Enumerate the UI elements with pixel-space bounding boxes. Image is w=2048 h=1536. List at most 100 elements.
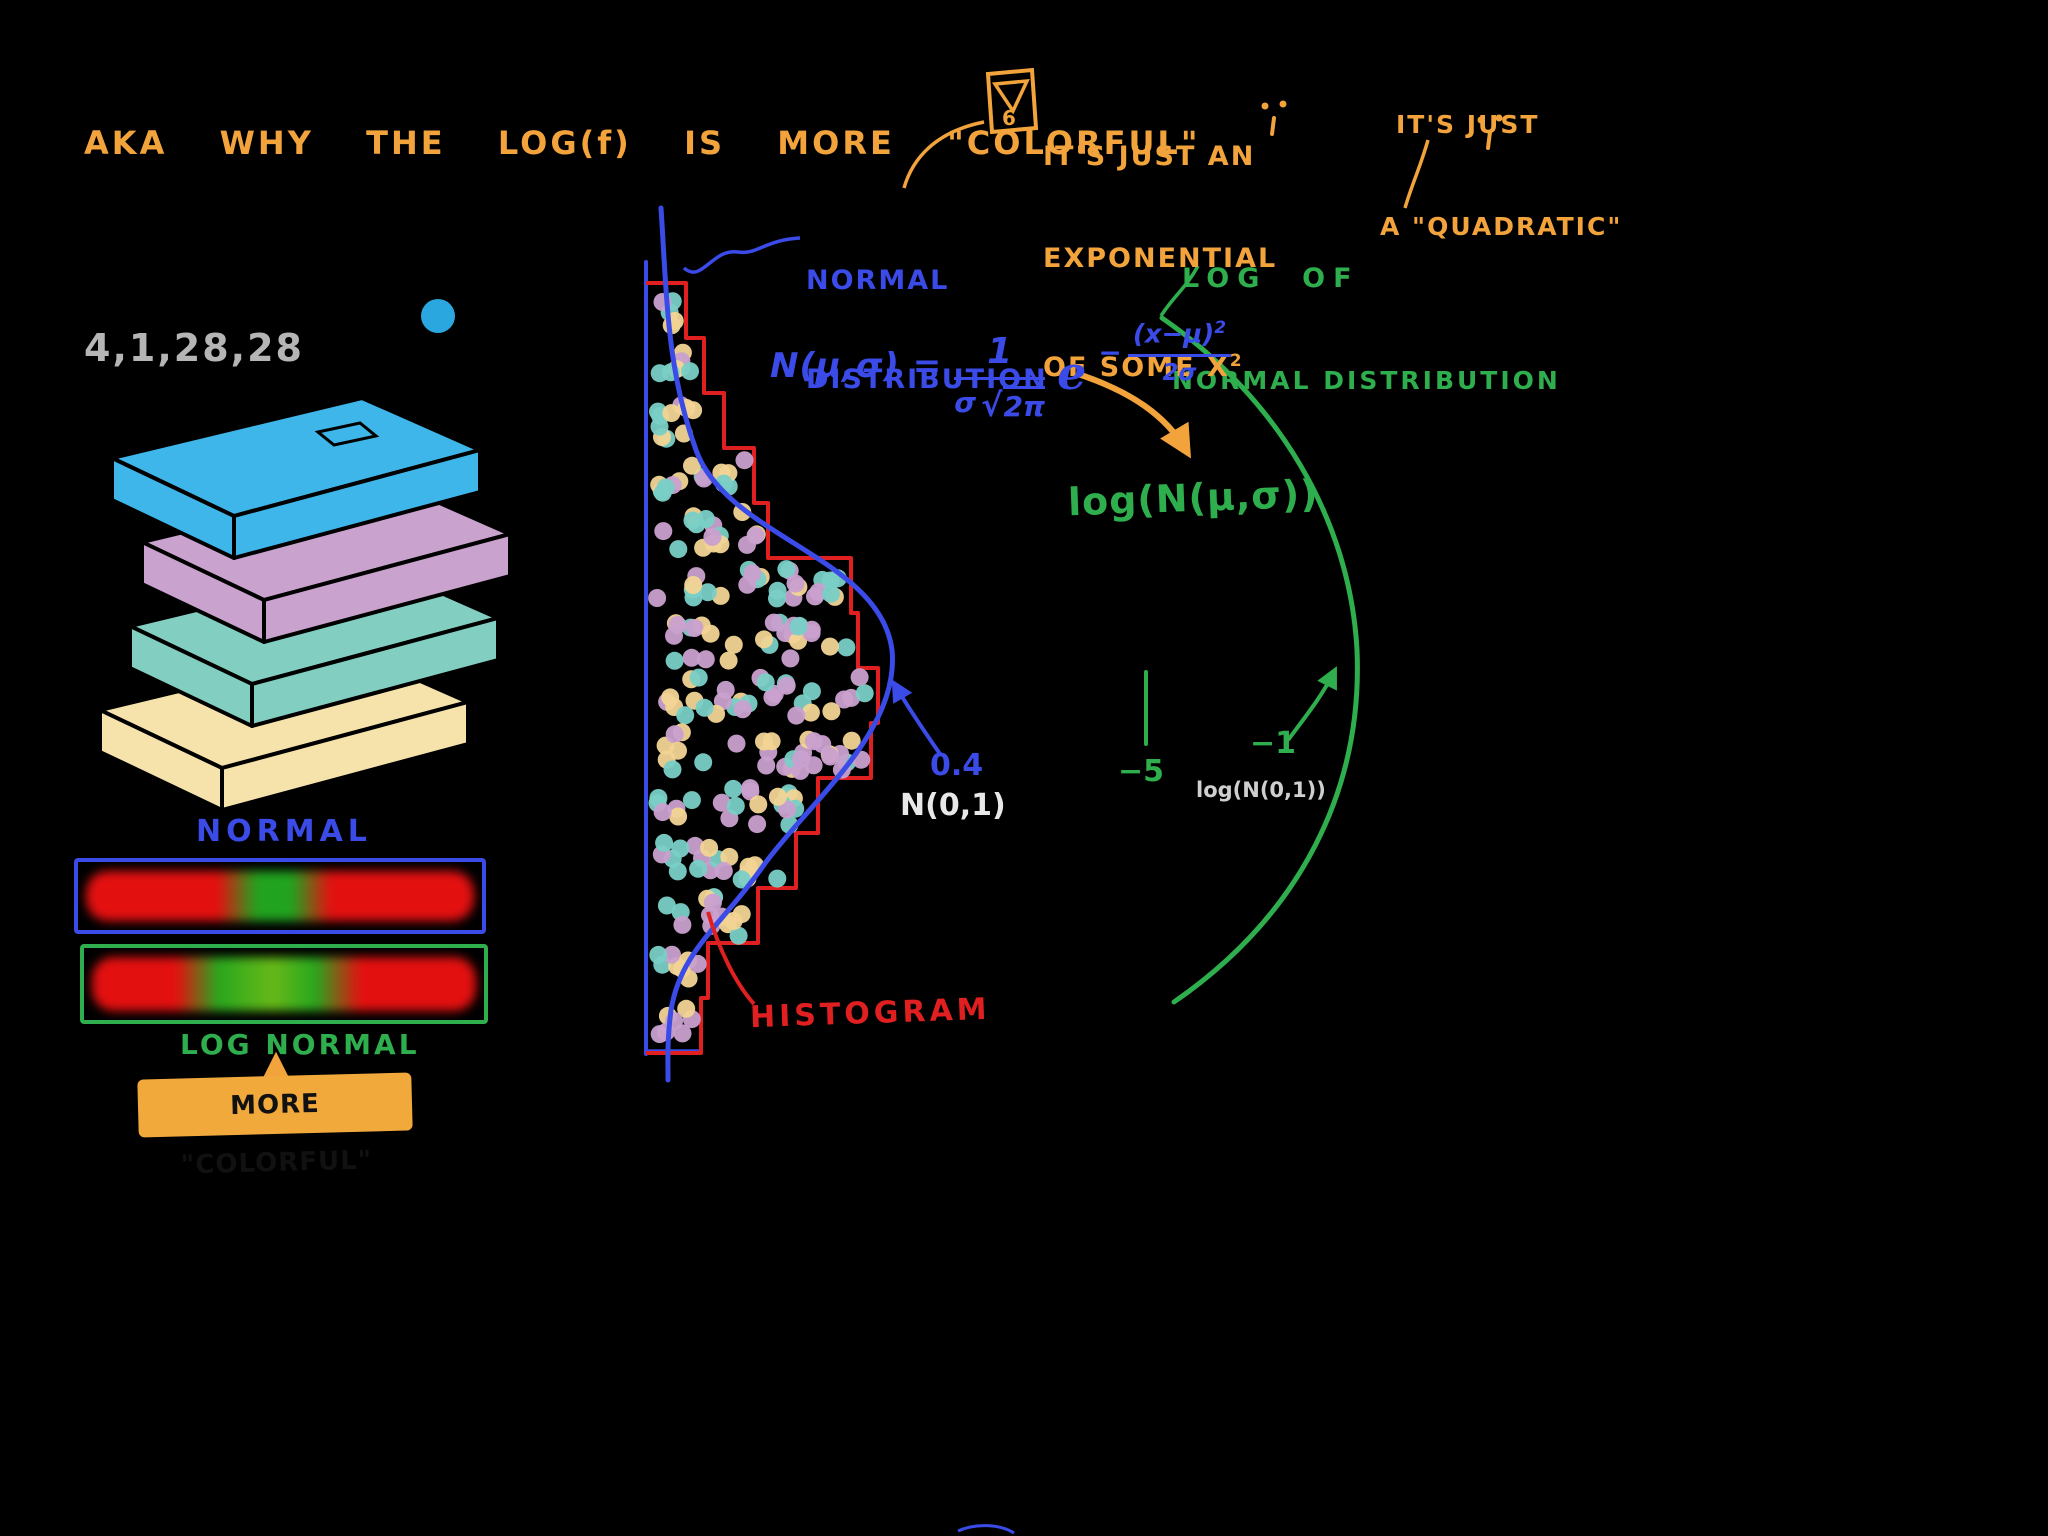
sample-dot (671, 839, 690, 858)
sample-dot (669, 807, 688, 826)
sample-dot (733, 700, 752, 719)
flag-icon (985, 67, 1039, 135)
sample-dot (746, 526, 765, 545)
sample-dot (749, 795, 768, 814)
sample-dot (685, 619, 704, 637)
sample-dot (768, 869, 787, 888)
sample-dot (789, 631, 808, 650)
stray-mark (957, 1524, 1015, 1535)
sample-dot (663, 945, 681, 964)
log-normal-heat-blob (92, 957, 476, 1011)
more-colorful-callout: MORE "COLORFUL" (137, 1072, 413, 1180)
sample-dot (735, 451, 754, 470)
sample-dot (703, 527, 722, 546)
quadratic-note: IT'S JUST A "QUADRATIC" (1380, 110, 1623, 241)
sample-dot (701, 624, 720, 643)
normal-heat-blob (86, 871, 474, 921)
exponential-pointer (902, 120, 985, 189)
sample-dot (668, 615, 687, 634)
neutral-face-icon (1477, 114, 1503, 150)
neutral-face-icon (1261, 100, 1287, 136)
sample-dot (663, 760, 682, 779)
sample-dot (743, 564, 762, 583)
tensor-layer (140, 480, 512, 644)
sample-dot (653, 483, 672, 502)
sample-dot (689, 859, 708, 878)
sample-dot (661, 688, 680, 707)
sample-dot (683, 456, 701, 475)
sample-dot (842, 731, 861, 750)
peak-value-label: 0.4 (930, 748, 984, 783)
tensor-layer (110, 396, 482, 560)
sample-dot (764, 613, 783, 632)
sample-dot (669, 741, 687, 760)
sample-dot (682, 791, 701, 810)
normal-activation-bar (74, 858, 486, 934)
sample-dot (657, 896, 676, 915)
log-normal-activation-bar (80, 944, 488, 1024)
sample-dot (665, 725, 684, 744)
sample-dot (835, 690, 854, 709)
neg-one-label: −1 (1250, 726, 1297, 761)
distribution-name-label: N(0,1) (900, 788, 1006, 823)
formula-lhs: N(μ,σ) = (770, 346, 943, 386)
sample-dot (762, 732, 781, 751)
sample-dot (683, 511, 702, 530)
sample-dot (703, 893, 722, 912)
sample-dot (682, 648, 701, 667)
sample-dot (648, 589, 667, 607)
sample-dot (700, 838, 719, 857)
sample-dot (768, 787, 787, 806)
log-formula: log(N(μ,σ)) (1067, 471, 1320, 525)
sample-dot (821, 637, 839, 656)
sample-dot (777, 560, 796, 579)
sample-dot (695, 698, 714, 717)
sample-dot (720, 847, 739, 866)
normal-distribution-label: NORMAL DISTRIBUTION (806, 265, 1048, 395)
log-dist-label: log(N(0,1)) (1196, 778, 1326, 802)
normal-distribution-pointer (682, 236, 801, 274)
sample-dot (726, 797, 745, 815)
blue-dot (421, 299, 455, 333)
sample-dot (668, 862, 687, 881)
sample-dot (653, 803, 672, 822)
sample-dot (727, 734, 746, 753)
sample-dot (786, 574, 805, 593)
sample-dot (787, 706, 806, 725)
sample-dot (729, 926, 748, 945)
log-normal-bar-label: LOG NORMAL (180, 1028, 420, 1061)
normal-pdf-curve (658, 205, 895, 1083)
exponential-note: IT'S JUST AN EXPONENTIAL OF SOME X2 (1043, 141, 1278, 383)
sample-dot (855, 684, 874, 703)
sample-dot (724, 779, 743, 798)
sample-dot (732, 870, 751, 889)
formula-exponent: − (x−μ)2 2σ (1098, 318, 1232, 387)
sample-dot (712, 793, 731, 812)
sample-dot (650, 417, 669, 436)
sample-dot (669, 540, 688, 559)
normal-pdf-formula: N(μ,σ) = 1 σ√2π e − (x−μ)2 2σ (770, 318, 1232, 425)
log-normal-curve (1159, 315, 1360, 1005)
sample-dot (698, 583, 717, 602)
normal-bar-label: NORMAL (196, 814, 372, 849)
sample-dot (755, 630, 773, 649)
sample-dot (768, 581, 787, 600)
histogram-pointer (706, 911, 756, 1006)
sample-dot (837, 638, 856, 657)
sample-dot (801, 703, 820, 722)
sample-dot (649, 945, 668, 964)
sample-dot (741, 782, 760, 801)
sample-dot (756, 673, 775, 692)
neg-one-arrow (1286, 666, 1337, 742)
sample-dot (789, 617, 808, 636)
sample-dot (732, 905, 751, 924)
sample-dot (792, 750, 811, 769)
log-curve-pointer (1159, 265, 1200, 317)
tensor-stack (98, 396, 512, 812)
formula-fraction: 1 σ√2π (954, 331, 1046, 425)
sample-dot (688, 954, 707, 973)
sample-dot (676, 706, 695, 725)
sample-dot (802, 682, 821, 701)
